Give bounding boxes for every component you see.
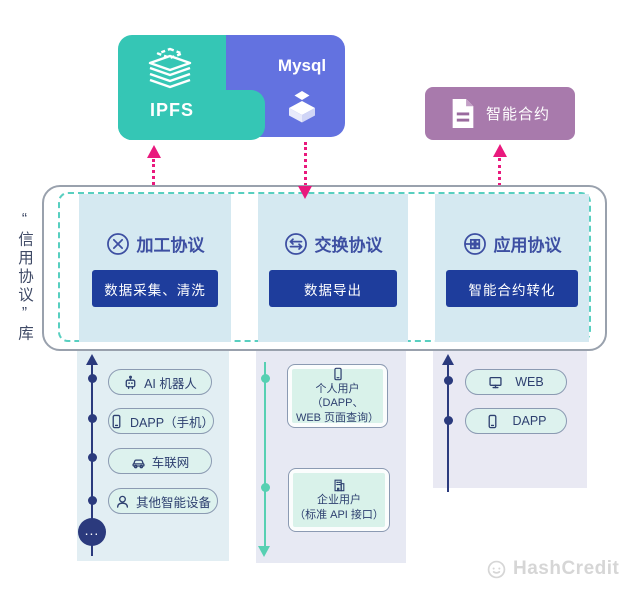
list-item-dapp: DAPP (465, 408, 567, 434)
left-rail-arrow-up-icon (86, 354, 98, 365)
phone-icon (485, 414, 500, 429)
data-export-button: 数据导出 (269, 270, 397, 307)
list-item-iov: 车联网 (108, 448, 212, 474)
middle-rail-dot (260, 373, 270, 383)
list-item-label: DAPP（手机） (130, 415, 215, 430)
card-label-line: WEB 页面查询） (295, 411, 380, 424)
application-protocol-title: 应用协议 (493, 236, 562, 255)
processing-protocol-title: 加工协议 (136, 236, 205, 255)
column-application-protocol: 应用协议 智能合约转化 (435, 194, 589, 342)
dotted-line-ipfs (152, 159, 155, 197)
card-label-line: （标准 API 接口） (294, 508, 384, 521)
column-exchange-protocol: 交换协议 数据导出 (258, 194, 408, 342)
column-processing-protocol: 加工协议 数据采集、清洗 (79, 194, 231, 342)
monitor-icon (488, 375, 503, 390)
list-item-ai-robot: AI 机器人 (108, 369, 212, 395)
middle-rail-arrow-down-icon (258, 546, 270, 557)
arrow-down-from-mysql-icon (298, 186, 312, 199)
ipfs-label: IPFS (149, 100, 194, 120)
document-icon (450, 98, 476, 129)
right-rail-line (447, 364, 449, 492)
data-collection-button: 数据采集、清洗 (92, 270, 218, 307)
mysql-cube-icon (282, 90, 322, 130)
car-icon (131, 454, 146, 469)
dotted-line-smart-contract (498, 158, 501, 198)
middle-rail-dot (260, 482, 270, 492)
list-item-web: WEB (465, 369, 567, 395)
list-item-other-devices: 其他智能设备 (108, 488, 218, 514)
list-item-dapp-phone: DAPP（手机） (108, 408, 214, 434)
application-icon (463, 232, 487, 256)
ipfs-stack-icon (144, 47, 196, 91)
hashcredit-logo-icon (486, 559, 507, 580)
middle-rail-line (264, 362, 266, 546)
right-rail-dot (443, 415, 453, 425)
smart-contract-box: 智能合约 (425, 87, 575, 140)
building-icon (332, 478, 346, 492)
head-icon (115, 494, 130, 509)
mysql-label: Mysql (277, 56, 327, 75)
smart-contract-label: 智能合约 (485, 106, 550, 123)
dotted-line-mysql (304, 142, 307, 186)
library-side-label: “信用协议”库 (16, 210, 33, 344)
card-label-line: 企业用户 (317, 494, 361, 507)
robot-icon (123, 375, 138, 390)
phone-icon (109, 414, 124, 429)
list-item-label: 车联网 (151, 455, 190, 470)
left-rail-dot (87, 452, 97, 462)
card-enterprise-user: 企业用户 （标准 API 接口） (288, 468, 390, 532)
left-rail-dot (87, 413, 97, 423)
card-label-line: 个人用户（DAPP、 (311, 383, 364, 410)
list-item-label: WEB (515, 375, 544, 389)
list-item-label: 其他智能设备 (135, 495, 211, 510)
left-rail-dot (87, 495, 97, 505)
arrow-up-to-ipfs-icon (147, 145, 161, 158)
exchange-protocol-title: 交换协议 (314, 236, 383, 255)
left-rail-dot (87, 373, 97, 383)
card-individual-user: 个人用户（DAPP、 WEB 页面查询） (287, 364, 388, 428)
right-rail-dot (443, 375, 453, 385)
more-sources-ellipsis: ... (78, 518, 106, 546)
list-item-label: DAPP (512, 414, 547, 428)
smart-contract-conversion-button: 智能合约转化 (446, 270, 578, 307)
right-rail-arrow-up-icon (442, 354, 454, 365)
list-item-label: AI 机器人 (144, 376, 197, 391)
phone-icon (331, 367, 345, 381)
brand-name: HashCredit (513, 558, 620, 579)
process-icon (106, 232, 130, 256)
arrow-up-to-smart-contract-icon (493, 144, 507, 157)
credit-protocol-library-box: 加工协议 数据采集、清洗 交换协议 数据导出 (42, 185, 607, 351)
brand-watermark: HashCredit (486, 558, 619, 580)
exchange-icon (284, 232, 308, 256)
ipfs-box-extension (118, 90, 265, 140)
